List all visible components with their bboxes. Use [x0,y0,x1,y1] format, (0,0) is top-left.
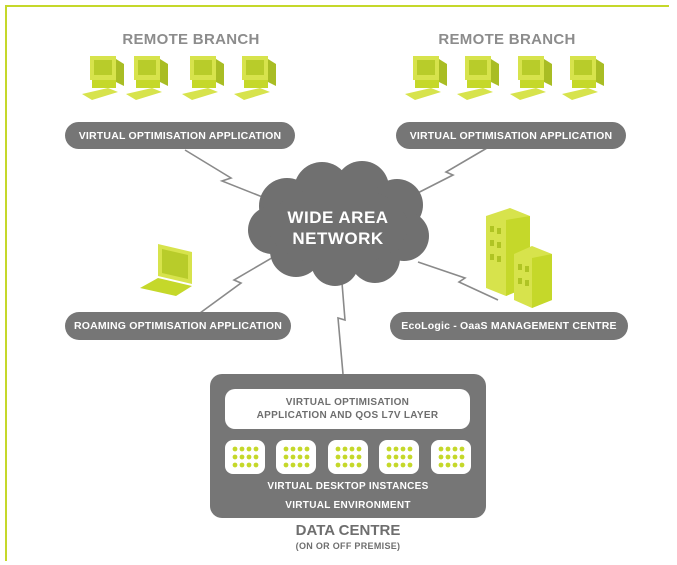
wan-label-line1: WIDE AREA [287,208,389,227]
buildings-icon [486,208,552,308]
left-branch-title: REMOTE BRANCH [122,31,260,48]
computer-icon [126,56,168,100]
link-right-branch [397,147,488,204]
computer-icon [510,56,552,100]
computer-icon [562,56,604,100]
datacentre-title: DATA CENTRE [295,522,401,539]
virtual-desktop-icon [276,440,316,474]
link-roaming [199,251,283,314]
virtual-environment-label: VIRTUAL ENVIRONMENT [285,500,411,511]
right-branch-app-pill: VIRTUAL OPTIMISATION APPLICATION [396,122,626,149]
wan-cloud [248,161,429,286]
optimisation-layer-line2: APPLICATION AND QOS L7V LAYER [256,410,439,421]
roaming-app-pill: ROAMING OPTIMISATION APPLICATION [65,312,291,340]
optimisation-layer-line1: VIRTUAL OPTIMISATION [285,397,410,408]
optimisation-layer: VIRTUAL OPTIMISATION APPLICATION AND QOS… [225,389,470,429]
link-datacentre [337,257,346,375]
laptop-icon [140,244,192,296]
virtual-desktop-icon [328,440,368,474]
computer-icon [82,56,124,100]
right-branch-title: REMOTE BRANCH [438,31,576,48]
wan-label: WIDE AREA NETWORK [278,207,398,249]
link-left-branch [184,149,271,201]
link-management [417,261,499,301]
virtual-desktop-instances-label: VIRTUAL DESKTOP INSTANCES [267,481,429,492]
computer-icon [234,56,276,100]
management-centre-pill: EcoLogic - OaaS MANAGEMENT CENTRE [390,312,628,340]
right-branch-computers [405,56,604,100]
left-branch-computers [82,56,276,100]
virtual-desktop-icon [431,440,471,474]
computer-icon [182,56,224,100]
computer-icon [457,56,499,100]
datacentre-subtitle: (ON OR OFF PREMISE) [295,541,401,551]
diagram-frame [5,5,669,561]
virtual-desktop-icon [225,440,265,474]
computer-icon [405,56,447,100]
left-branch-app-pill: VIRTUAL OPTIMISATION APPLICATION [65,122,295,149]
virtual-desktop-icon [379,440,419,474]
wan-label-line2: NETWORK [292,229,384,248]
